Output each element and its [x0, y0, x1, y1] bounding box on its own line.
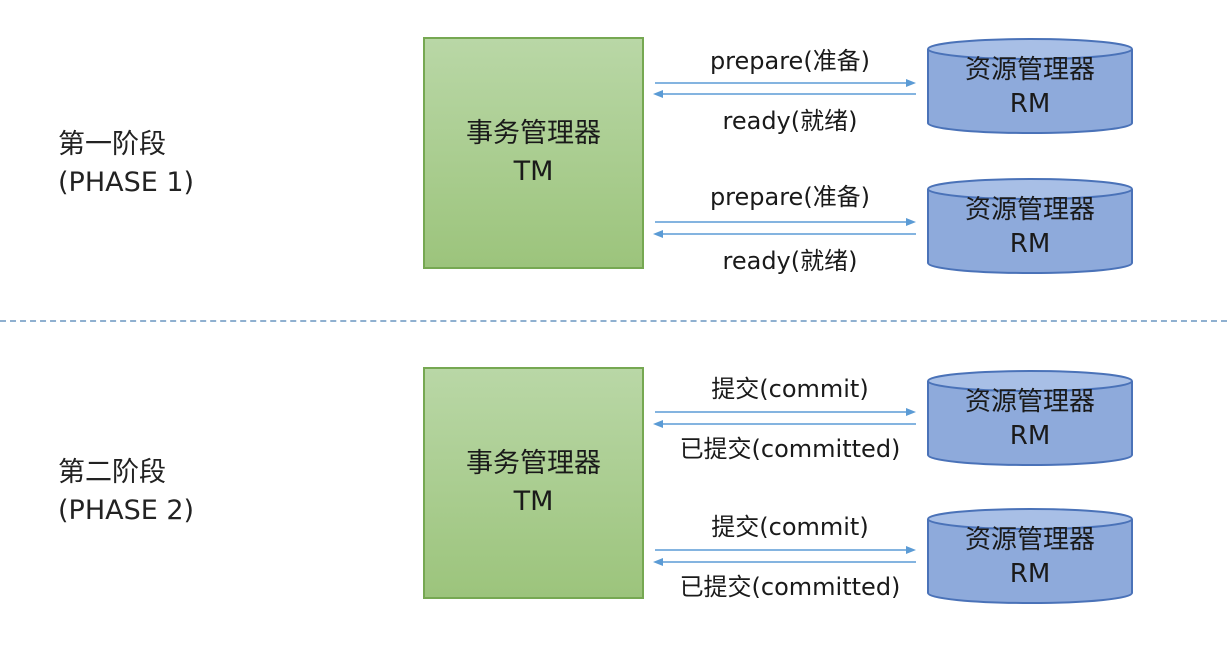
- phase-1-label-en: (PHASE 1): [58, 167, 195, 198]
- response-arrow: [653, 230, 916, 238]
- phase-1-label-cn: 第一阶段: [58, 129, 166, 160]
- request-label: prepare(准备): [709, 183, 871, 211]
- rm-name: 资源管理器: [964, 195, 1095, 225]
- tm-name: 事务管理器: [466, 448, 601, 479]
- rm-name: 资源管理器: [964, 55, 1095, 85]
- rm-abbr: RM: [1009, 421, 1051, 451]
- cylinder-shape: [927, 370, 1133, 466]
- phase-1-label: 第一阶段 (PHASE 1): [58, 126, 194, 202]
- rm-abbr: RM: [1009, 559, 1051, 589]
- response-arrow: [653, 558, 916, 566]
- request-arrow: [655, 546, 916, 554]
- response-label: 已提交(committed): [679, 573, 901, 601]
- phase-1-resource-manager-2: 资源管理器 RM: [926, 177, 1134, 275]
- phase-2-transaction-manager: 事务管理器 TM: [423, 367, 644, 599]
- tm-abbr: TM: [513, 156, 554, 187]
- request-arrow: [655, 79, 916, 87]
- phase-2-label-en: (PHASE 2): [58, 495, 195, 526]
- phase-2-resource-manager-1: 资源管理器 RM: [926, 369, 1134, 467]
- cylinder-shape: [927, 508, 1133, 604]
- request-label: prepare(准备): [709, 47, 871, 75]
- phase-divider: [0, 320, 1227, 322]
- phase-2-label-cn: 第二阶段: [58, 457, 166, 488]
- response-label: ready(就绪): [722, 107, 858, 135]
- rm-abbr: RM: [1009, 229, 1051, 259]
- request-arrow: [655, 218, 916, 226]
- phase-1-resource-manager-1: 资源管理器 RM: [926, 37, 1134, 135]
- rm-name: 资源管理器: [964, 387, 1095, 417]
- response-arrow: [653, 420, 916, 428]
- rm-abbr: RM: [1009, 89, 1051, 119]
- rm-name: 资源管理器: [964, 525, 1095, 555]
- response-arrow: [653, 90, 916, 98]
- phase-1-transaction-manager: 事务管理器 TM: [423, 37, 644, 269]
- phase-2-label: 第二阶段 (PHASE 2): [58, 454, 194, 530]
- tm-name: 事务管理器: [466, 118, 601, 149]
- request-label: 提交(commit): [711, 375, 869, 403]
- cylinder-shape: [927, 178, 1133, 274]
- response-label: ready(就绪): [722, 247, 858, 275]
- request-label: 提交(commit): [711, 513, 869, 541]
- cylinder-shape: [927, 38, 1133, 134]
- tm-abbr: TM: [513, 486, 554, 517]
- request-arrow: [655, 408, 916, 416]
- phase-2-resource-manager-2: 资源管理器 RM: [926, 507, 1134, 605]
- response-label: 已提交(committed): [679, 435, 901, 463]
